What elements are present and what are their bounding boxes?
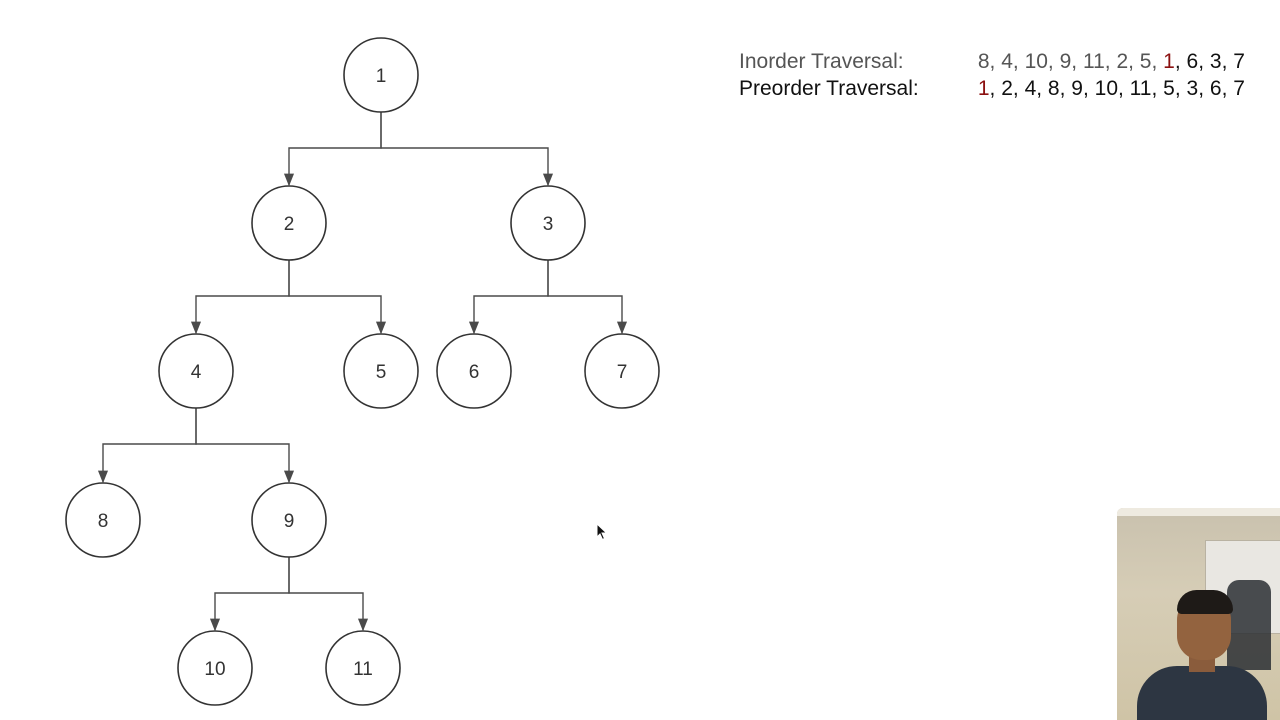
preorder-value: 5 — [1163, 77, 1175, 100]
node-label: 3 — [543, 214, 554, 235]
node-circle — [343, 37, 419, 113]
tree-node-3: 3 — [510, 185, 586, 261]
separator: , — [1104, 50, 1117, 73]
preorder-value: 8 — [1047, 77, 1060, 100]
node-label: 6 — [469, 362, 480, 383]
node-circle — [251, 185, 327, 261]
preorder-value: 2 — [1001, 77, 1013, 100]
node-circle — [584, 333, 660, 409]
inorder-value: 2 — [1116, 50, 1129, 73]
tree-node-4: 4 — [158, 333, 234, 409]
preorder-value: 3 — [1186, 77, 1199, 100]
tree-node-2: 2 — [251, 185, 327, 261]
tree-node-8: 8 — [65, 482, 141, 558]
node-circle — [65, 482, 141, 558]
separator: , — [1059, 77, 1072, 100]
inorder-value: 10 — [1024, 50, 1048, 73]
separator: , — [1198, 77, 1210, 100]
separator: , — [1221, 77, 1234, 100]
preorder-value: 11 — [1129, 77, 1152, 100]
node-circle — [158, 333, 234, 409]
tree-node-5: 5 — [343, 333, 419, 409]
node-label: 8 — [98, 511, 109, 532]
node-circle — [251, 482, 327, 558]
presenter-torso — [1137, 666, 1267, 720]
separator: , — [1012, 50, 1025, 73]
node-label: 4 — [191, 362, 202, 383]
node-circle — [325, 630, 401, 706]
separator: , — [1174, 50, 1187, 73]
node-label: 1 — [376, 66, 387, 87]
edge-4-to-8 — [97, 408, 197, 484]
separator: , — [1047, 50, 1060, 73]
tree-node-6: 6 — [436, 333, 512, 409]
inorder-value: 5 — [1139, 50, 1152, 73]
node-label: 7 — [617, 362, 628, 383]
separator: , — [1128, 50, 1140, 73]
tree-node-11: 11 — [325, 630, 401, 706]
edge-3-to-7 — [547, 260, 628, 335]
separator: , — [1174, 77, 1187, 100]
chair — [1227, 580, 1271, 670]
separator: , — [989, 77, 1002, 100]
edge-3-to-6 — [468, 260, 549, 335]
inorder-label: Inorder Traversal: — [739, 50, 904, 73]
separator: , — [1151, 50, 1164, 73]
preorder-value: 9 — [1071, 77, 1083, 100]
node-label: 10 — [204, 659, 225, 680]
separator: , — [1012, 77, 1025, 100]
ceiling-light — [1117, 508, 1280, 516]
inorder-sequence: 8, 4, 10, 9, 11, 2, 5, 1, 6, 3, 7 — [978, 50, 1245, 73]
node-circle — [510, 185, 586, 261]
preorder-value: 6 — [1209, 77, 1222, 100]
preorder-value: 7 — [1233, 77, 1245, 100]
edge-1-to-2 — [283, 112, 382, 187]
inorder-value: 7 — [1233, 50, 1245, 73]
mouse-cursor-icon — [596, 523, 608, 541]
separator: , — [1118, 77, 1130, 100]
preorder-label: Preorder Traversal: — [739, 77, 919, 100]
inorder-traversal-row: Inorder Traversal: 8, 4, 10, 9, 11, 2, 5… — [739, 50, 1245, 74]
separator: , — [1151, 77, 1164, 100]
separator: , — [1082, 77, 1095, 100]
inorder-value: 4 — [1001, 50, 1013, 73]
edge-4-to-9 — [195, 408, 295, 484]
separator: , — [1198, 50, 1210, 73]
node-label: 2 — [284, 214, 295, 235]
tree-node-9: 9 — [251, 482, 327, 558]
inorder-value: 6 — [1186, 50, 1199, 73]
inorder-value: 9 — [1059, 50, 1072, 73]
preorder-value: 10 — [1094, 77, 1118, 100]
inorder-value: 3 — [1209, 50, 1222, 73]
inorder-value: 1 — [1163, 50, 1175, 73]
presenter-hair — [1177, 590, 1233, 614]
preorder-sequence: 1, 2, 4, 8, 9, 10, 11, 5, 3, 6, 7 — [978, 77, 1245, 100]
edge-2-to-5 — [288, 260, 387, 335]
edge-2-to-4 — [190, 260, 290, 335]
separator: , — [1036, 77, 1048, 100]
inorder-value: 8 — [977, 50, 990, 73]
separator: , — [1221, 50, 1234, 73]
separator: , — [989, 50, 1002, 73]
edge-9-to-11 — [288, 557, 369, 632]
node-circle — [177, 630, 253, 706]
preorder-traversal-row: Preorder Traversal: 1, 2, 4, 8, 9, 10, 1… — [739, 77, 1245, 101]
edge-9-to-10 — [209, 557, 290, 632]
inorder-value: 11 — [1082, 50, 1105, 73]
tree-node-1: 1 — [343, 37, 419, 113]
separator: , — [1071, 50, 1083, 73]
tree-node-10: 10 — [177, 630, 253, 706]
node-label: 5 — [376, 362, 387, 383]
presenter-webcam-overlay — [1117, 508, 1280, 720]
preorder-value: 1 — [977, 77, 990, 100]
edge-1-to-3 — [380, 112, 554, 187]
node-label: 11 — [353, 659, 373, 680]
node-label: 9 — [284, 511, 295, 532]
node-circle — [343, 333, 419, 409]
tree-node-7: 7 — [584, 333, 660, 409]
node-circle — [436, 333, 512, 409]
preorder-value: 4 — [1024, 77, 1037, 100]
